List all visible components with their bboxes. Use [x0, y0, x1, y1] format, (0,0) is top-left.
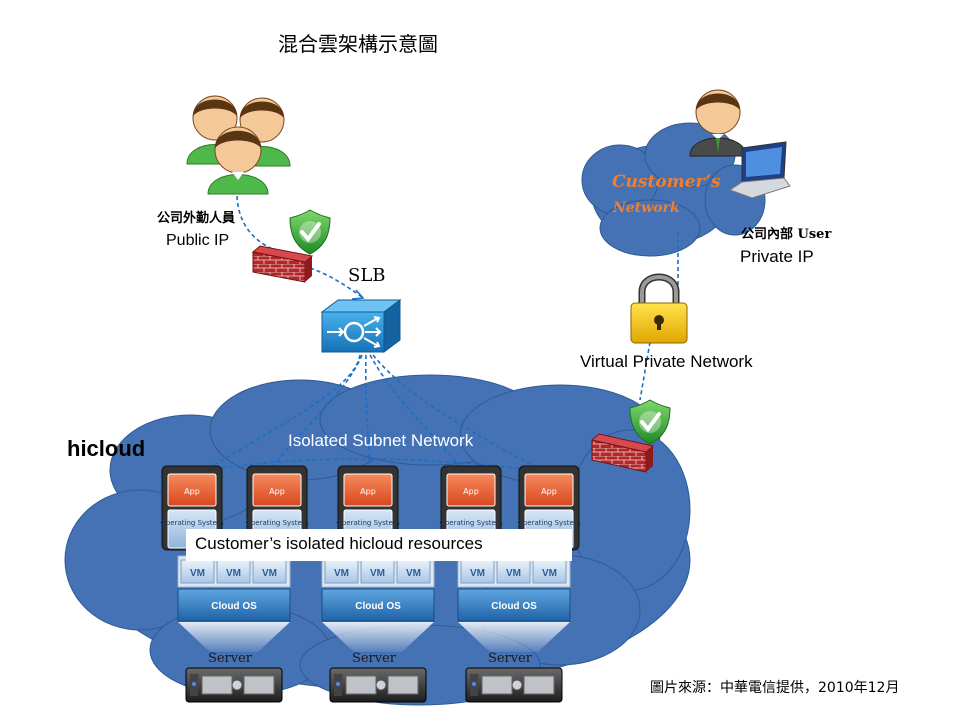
vm-label: VM [370, 568, 385, 579]
internal-user-icon [689, 89, 747, 157]
vm-label: VM [506, 568, 521, 579]
server-label: Server [488, 651, 533, 666]
vm-label: VM [190, 568, 205, 579]
os-label: Operating System [336, 519, 400, 527]
external-user-label: 公司外勤人員 [157, 211, 236, 226]
external-users-icon [186, 95, 291, 195]
app-label: App [360, 487, 376, 496]
private-ip-label: Private IP [740, 247, 814, 266]
vm-label: VM [406, 568, 421, 579]
shield-check-icon [289, 209, 331, 255]
server-label: Server [208, 651, 253, 666]
cloud-os-label: Cloud OS [491, 601, 537, 612]
laptop-icon [728, 141, 791, 199]
firewall-vpn-icon [590, 433, 655, 473]
customer-network-cloud [581, 122, 766, 257]
vm-label: VM [542, 568, 557, 579]
source-note: 圖片來源：中華電信提供，2010年12月 [650, 680, 900, 696]
resources-label: Customer’s isolated hicloud resources [186, 529, 572, 561]
internal-user-label: 公司內部 User [741, 227, 832, 242]
os-label: Operating System [160, 519, 224, 527]
os-label: Operating System [245, 519, 309, 527]
connection-lines [204, 195, 679, 473]
public-ip-label: Public IP [166, 232, 230, 249]
server-column: VM VM VM Cloud OS Server [457, 555, 571, 703]
subnet-label: Isolated Subnet Network [288, 431, 474, 450]
lock-icon [630, 273, 688, 344]
cloud-os-label: Cloud OS [211, 601, 257, 612]
slb-icon [320, 299, 402, 353]
os-label: Operating System [439, 519, 503, 527]
cloud-os-label: Cloud OS [355, 601, 401, 612]
app-label: App [541, 487, 557, 496]
app-label: App [184, 487, 200, 496]
arrow-heads [351, 289, 365, 300]
vm-label: VM [226, 568, 241, 579]
vm-label: VM [470, 568, 485, 579]
server-column: VM VM VM Cloud OS Server [321, 555, 435, 703]
firewall-public-icon [251, 245, 314, 283]
vpn-label: Virtual Private Network [580, 352, 753, 371]
server-label: Server [352, 651, 397, 666]
shield-check-icon [629, 399, 671, 445]
app-label: App [463, 487, 479, 496]
hicloud-label: hicloud [67, 436, 146, 461]
os-label: Operating System [517, 519, 581, 527]
vm-label: VM [262, 568, 277, 579]
app-label: App [269, 487, 285, 496]
diagram-title: 混合雲架構示意圖 [278, 32, 438, 56]
vm-label: VM [334, 568, 349, 579]
slb-label: SLB [348, 265, 386, 286]
server-column: VM VM VM Cloud OS Server [177, 555, 291, 703]
customer-network-label-line1: Customer’s [612, 172, 721, 192]
customer-network-label-line2: Network [613, 200, 680, 216]
